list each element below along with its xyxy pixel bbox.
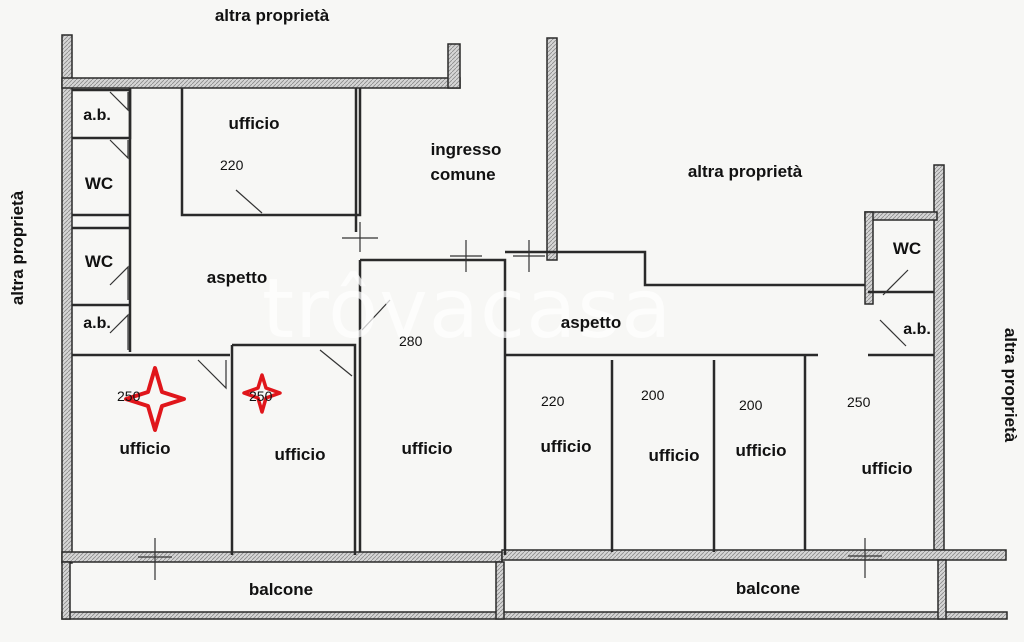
label-ufficio-top: ufficio xyxy=(228,114,280,134)
label-ufficio-4: ufficio xyxy=(540,437,592,457)
label-altra-proprieta-left: altra proprietà xyxy=(8,190,27,306)
label-altra-proprieta-top: altra proprietà xyxy=(214,6,330,26)
label-ufficio-1: ufficio xyxy=(119,439,171,459)
label-balcone-left: balcone xyxy=(248,580,314,600)
label-wc-mid-left: WC xyxy=(84,252,114,272)
height-office-6: 200 xyxy=(739,397,763,413)
label-aspetto-right: aspetto xyxy=(560,313,622,333)
label-ufficio-7: ufficio xyxy=(861,459,913,479)
watermark: trôvacasa xyxy=(262,262,673,357)
label-altra-proprieta-mid: altra proprietà xyxy=(687,162,803,182)
label-ufficio-2: ufficio xyxy=(274,445,326,465)
height-top: 220 xyxy=(220,157,244,173)
walls xyxy=(61,34,1008,620)
label-ufficio-6: ufficio xyxy=(735,441,787,461)
height-office-2: 250 xyxy=(249,388,273,404)
label-altra-proprieta-right: altra proprietà xyxy=(1001,327,1020,443)
label-balcone-right: balcone xyxy=(735,579,801,599)
height-office-4: 220 xyxy=(541,393,565,409)
label-comune: comune xyxy=(430,165,496,185)
star-marker-large xyxy=(124,366,186,432)
label-aspetto-left: aspetto xyxy=(206,268,268,288)
height-office-7: 250 xyxy=(847,394,871,410)
partitions xyxy=(72,88,934,555)
label-ab-top-left: a.b. xyxy=(83,106,111,124)
label-wc-right: WC xyxy=(892,239,922,259)
window-marks xyxy=(138,222,882,580)
label-wc-top-left: WC xyxy=(84,174,114,194)
door-swings xyxy=(109,91,909,390)
height-office-3: 280 xyxy=(399,333,423,349)
label-ingresso: ingresso xyxy=(430,140,502,160)
star-marker-small xyxy=(242,373,282,414)
height-office-1: 250 xyxy=(117,388,141,404)
label-ufficio-5: ufficio xyxy=(648,446,700,466)
height-office-5: 200 xyxy=(641,387,665,403)
label-ufficio-3: ufficio xyxy=(401,439,453,459)
label-ab-right: a.b. xyxy=(903,320,931,338)
label-ab-mid-left: a.b. xyxy=(83,314,111,332)
location-markers xyxy=(124,366,282,432)
